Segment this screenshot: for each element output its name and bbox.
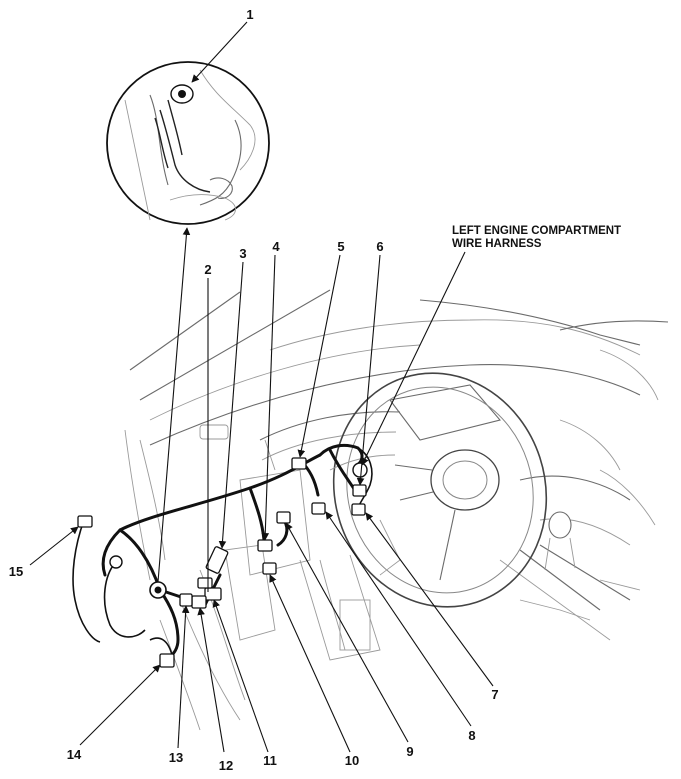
callout-4: 4	[272, 239, 280, 254]
callout-10: 10	[345, 753, 359, 768]
connector-9	[276, 511, 291, 524]
connector-13	[179, 593, 193, 607]
leader-lines	[29, 21, 494, 753]
callout-13: 13	[169, 750, 183, 765]
callout-11: 11	[263, 753, 277, 768]
callout-9: 9	[406, 744, 413, 759]
callout-12: 12	[219, 758, 233, 773]
connector-14	[159, 653, 175, 668]
callout-7: 7	[491, 687, 498, 702]
callout-8: 8	[468, 728, 475, 743]
callout-2: 2	[204, 262, 211, 277]
callout-14: 14	[67, 747, 82, 762]
callout-numbers: 1 2 3 4 5 6 7 8 9 10 11 12 13 14 15	[9, 7, 499, 773]
connector-8	[311, 502, 326, 515]
connector-3	[205, 546, 229, 574]
connector-11	[204, 587, 222, 601]
callout-1: 1	[246, 7, 253, 22]
connector-15	[77, 515, 93, 528]
callout-15: 15	[9, 564, 23, 579]
harness-caption-line2: WIRE HARNESS	[452, 238, 542, 250]
connector-6	[352, 484, 367, 497]
steering-wheel	[329, 372, 548, 608]
connector-10	[262, 562, 277, 575]
connector-4	[257, 539, 273, 552]
connector-7	[351, 503, 366, 516]
harness-caption: LEFT ENGINE COMPARTMENT WIRE HARNESS	[452, 225, 621, 250]
dashboard-outline	[124, 289, 669, 731]
detail-inset	[106, 61, 270, 225]
callout-5: 5	[337, 239, 344, 254]
connector-5	[291, 457, 307, 470]
harness-caption-line1: LEFT ENGINE COMPARTMENT	[452, 225, 621, 237]
callout-3: 3	[239, 246, 246, 261]
connector-12	[191, 595, 207, 609]
callout-6: 6	[376, 239, 383, 254]
